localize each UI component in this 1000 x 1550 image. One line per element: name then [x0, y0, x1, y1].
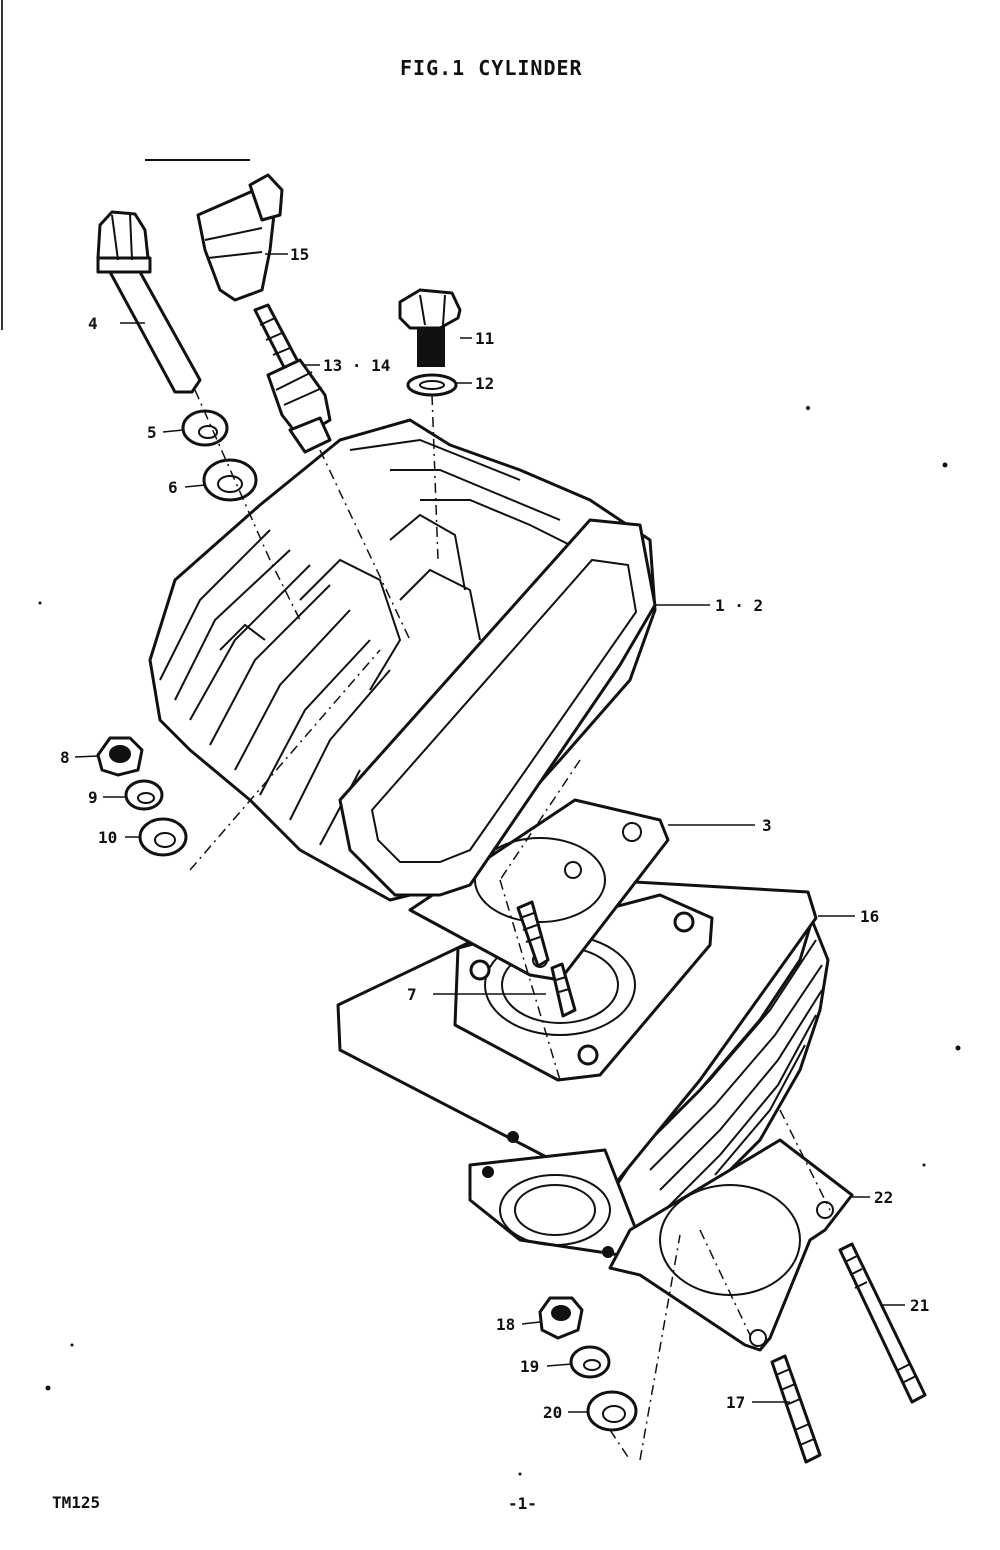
callout-1-2: 1 · 2	[715, 596, 763, 615]
washer-19	[569, 1345, 611, 1379]
callout-22: 22	[874, 1188, 893, 1207]
model-code: TM125	[52, 1493, 101, 1512]
nut-8	[96, 736, 144, 777]
washer-9	[124, 779, 164, 811]
nut-18	[538, 1296, 584, 1340]
base-gasket	[608, 1138, 854, 1352]
callout-18: 18	[496, 1315, 515, 1334]
bolt-11	[398, 288, 462, 367]
callout-19: 19	[520, 1357, 539, 1376]
callout-5: 5	[147, 423, 157, 442]
callout-leaders	[74, 253, 905, 1413]
callout-labels: 1 · 2 3 4 5 6 7 8 9 10 11 12 13 · 14 15 …	[60, 245, 929, 1422]
washer-5	[181, 409, 229, 447]
callout-3: 3	[762, 816, 772, 835]
callout-6: 6	[168, 478, 178, 497]
washer-20	[586, 1390, 638, 1432]
figure-title: FIG.1 CYLINDER	[400, 56, 583, 80]
callout-9: 9	[88, 788, 98, 807]
washer-6	[202, 458, 258, 502]
washer-10	[138, 817, 188, 857]
scan-specks	[38, 406, 961, 1476]
callout-15: 15	[290, 245, 309, 264]
bolt-4	[96, 210, 202, 394]
washer-12	[406, 373, 458, 397]
callout-4: 4	[88, 314, 98, 333]
spark-plug-13-14	[253, 303, 332, 454]
scan-edge-line	[1, 0, 3, 330]
page-number: -1-	[508, 1494, 537, 1513]
callout-11: 11	[475, 329, 494, 348]
callout-12: 12	[475, 374, 494, 393]
stud-7	[516, 900, 577, 1018]
stud-21	[838, 1242, 927, 1404]
stud-17	[770, 1354, 822, 1464]
callout-17: 17	[726, 1393, 745, 1412]
cylinder-head	[148, 418, 657, 902]
callout-21: 21	[910, 1296, 929, 1315]
callout-16: 16	[860, 907, 879, 926]
plug-cap-15	[196, 173, 284, 302]
callout-7: 7	[407, 985, 417, 1004]
callout-13-14: 13 · 14	[323, 356, 390, 375]
callout-10: 10	[98, 828, 117, 847]
assembly-centre-lines	[189, 389, 831, 1461]
callout-20: 20	[543, 1403, 562, 1422]
callout-8: 8	[60, 748, 70, 767]
